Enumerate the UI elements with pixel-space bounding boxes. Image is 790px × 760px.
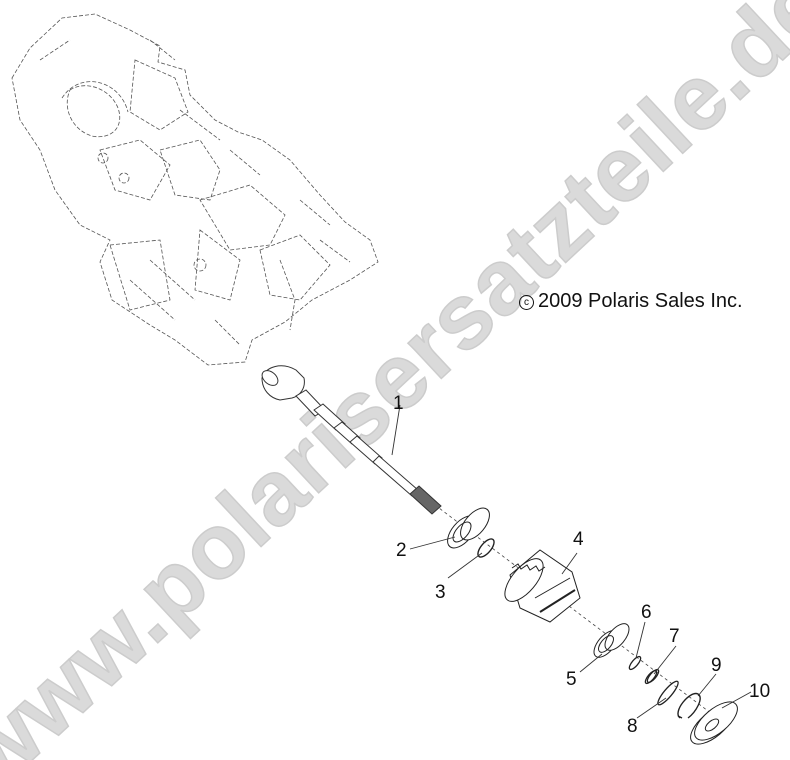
callout-7: 7	[669, 626, 680, 647]
callout-2: 2	[396, 540, 407, 561]
callout-3: 3	[435, 582, 446, 603]
part-6-o-ring	[628, 655, 642, 671]
leader-lines	[391, 404, 752, 719]
copyright-icon: c	[519, 295, 534, 310]
callout-10: 10	[749, 681, 771, 702]
part-1-shaft	[261, 365, 442, 515]
callout-9: 9	[711, 655, 722, 676]
copyright-text: 2009 Polaris Sales Inc.	[538, 290, 743, 312]
part-7-spring-washer	[644, 668, 660, 685]
part-5-bearing	[593, 623, 630, 658]
part-2-bearing	[447, 507, 490, 549]
callout-5: 5	[566, 669, 577, 690]
copyright-notice: c 2009 Polaris Sales Inc.	[519, 290, 743, 313]
part-4-hub	[504, 549, 581, 623]
callout-1: 1	[393, 393, 404, 414]
part-8-washer	[657, 680, 679, 706]
callout-8: 8	[627, 716, 638, 737]
callout-4: 4	[573, 529, 584, 550]
part-10-cover	[690, 701, 738, 745]
engine-housing-ghost	[11, 13, 379, 366]
part-3-ring	[477, 538, 495, 558]
part-9-snap-ring	[677, 692, 701, 719]
callout-6: 6	[641, 602, 652, 623]
